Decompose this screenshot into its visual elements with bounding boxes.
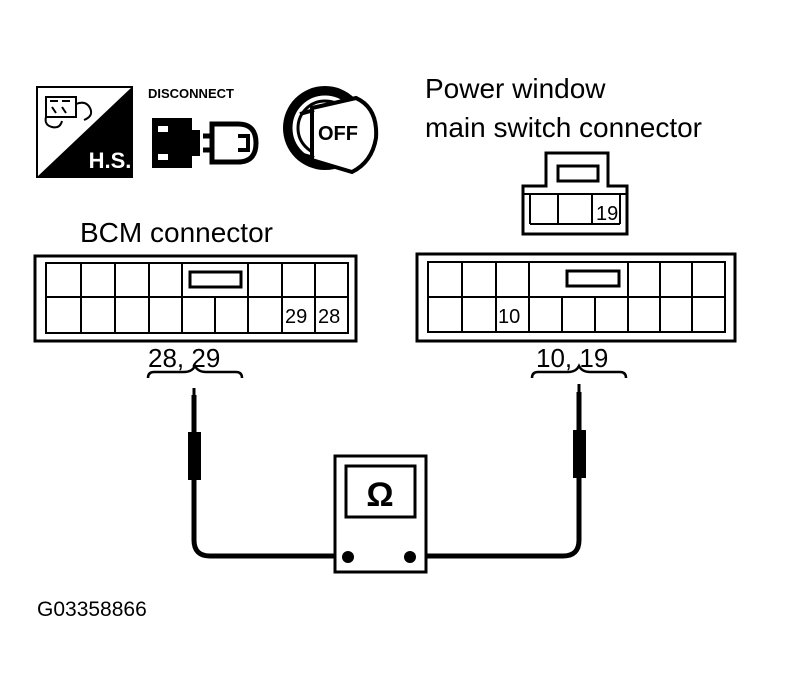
pw-switch-title-line1: Power window bbox=[425, 73, 606, 104]
left-probe-lead bbox=[191, 395, 345, 559]
pin-19-label: 19 bbox=[596, 203, 618, 225]
disconnect-icon: DISCONNECT bbox=[148, 86, 259, 168]
disconnect-text: DISCONNECT bbox=[148, 86, 234, 101]
meter-terminal-right bbox=[404, 551, 416, 563]
right-probe-lead bbox=[410, 392, 582, 559]
bcm-pin-28-label: 28 bbox=[318, 306, 340, 328]
ignition-off-icon: OFF bbox=[283, 86, 379, 175]
ohmmeter: Ω bbox=[333, 454, 428, 574]
bcm-connector-title: BCM connector bbox=[80, 217, 273, 248]
bcm-pins-brace bbox=[146, 363, 244, 379]
left-probe-handle bbox=[188, 432, 201, 480]
pw-switch-title-line2: main switch connector bbox=[425, 112, 702, 143]
bcm-pins-label: 28, 29 bbox=[148, 343, 220, 373]
right-probe-handle bbox=[573, 430, 586, 478]
pw-pins-label: 10, 19 bbox=[536, 343, 608, 373]
bcm-pin-29-label: 29 bbox=[285, 306, 307, 328]
pw-switch-large-connector: 10 bbox=[415, 252, 737, 343]
meter-terminal-left bbox=[342, 551, 354, 563]
pw-pin-10-label: 10 bbox=[498, 306, 520, 328]
bcm-connector: 29 28 bbox=[33, 254, 358, 343]
harness-side-icon: H.S. bbox=[36, 86, 133, 178]
ohm-symbol: Ω bbox=[366, 476, 393, 514]
pw-pins-brace bbox=[530, 363, 628, 379]
figure-code: G03358866 bbox=[37, 598, 147, 621]
hs-text: H.S. bbox=[89, 148, 132, 173]
off-text: OFF bbox=[318, 123, 358, 145]
pw-switch-small-connector: 19 bbox=[521, 151, 629, 236]
